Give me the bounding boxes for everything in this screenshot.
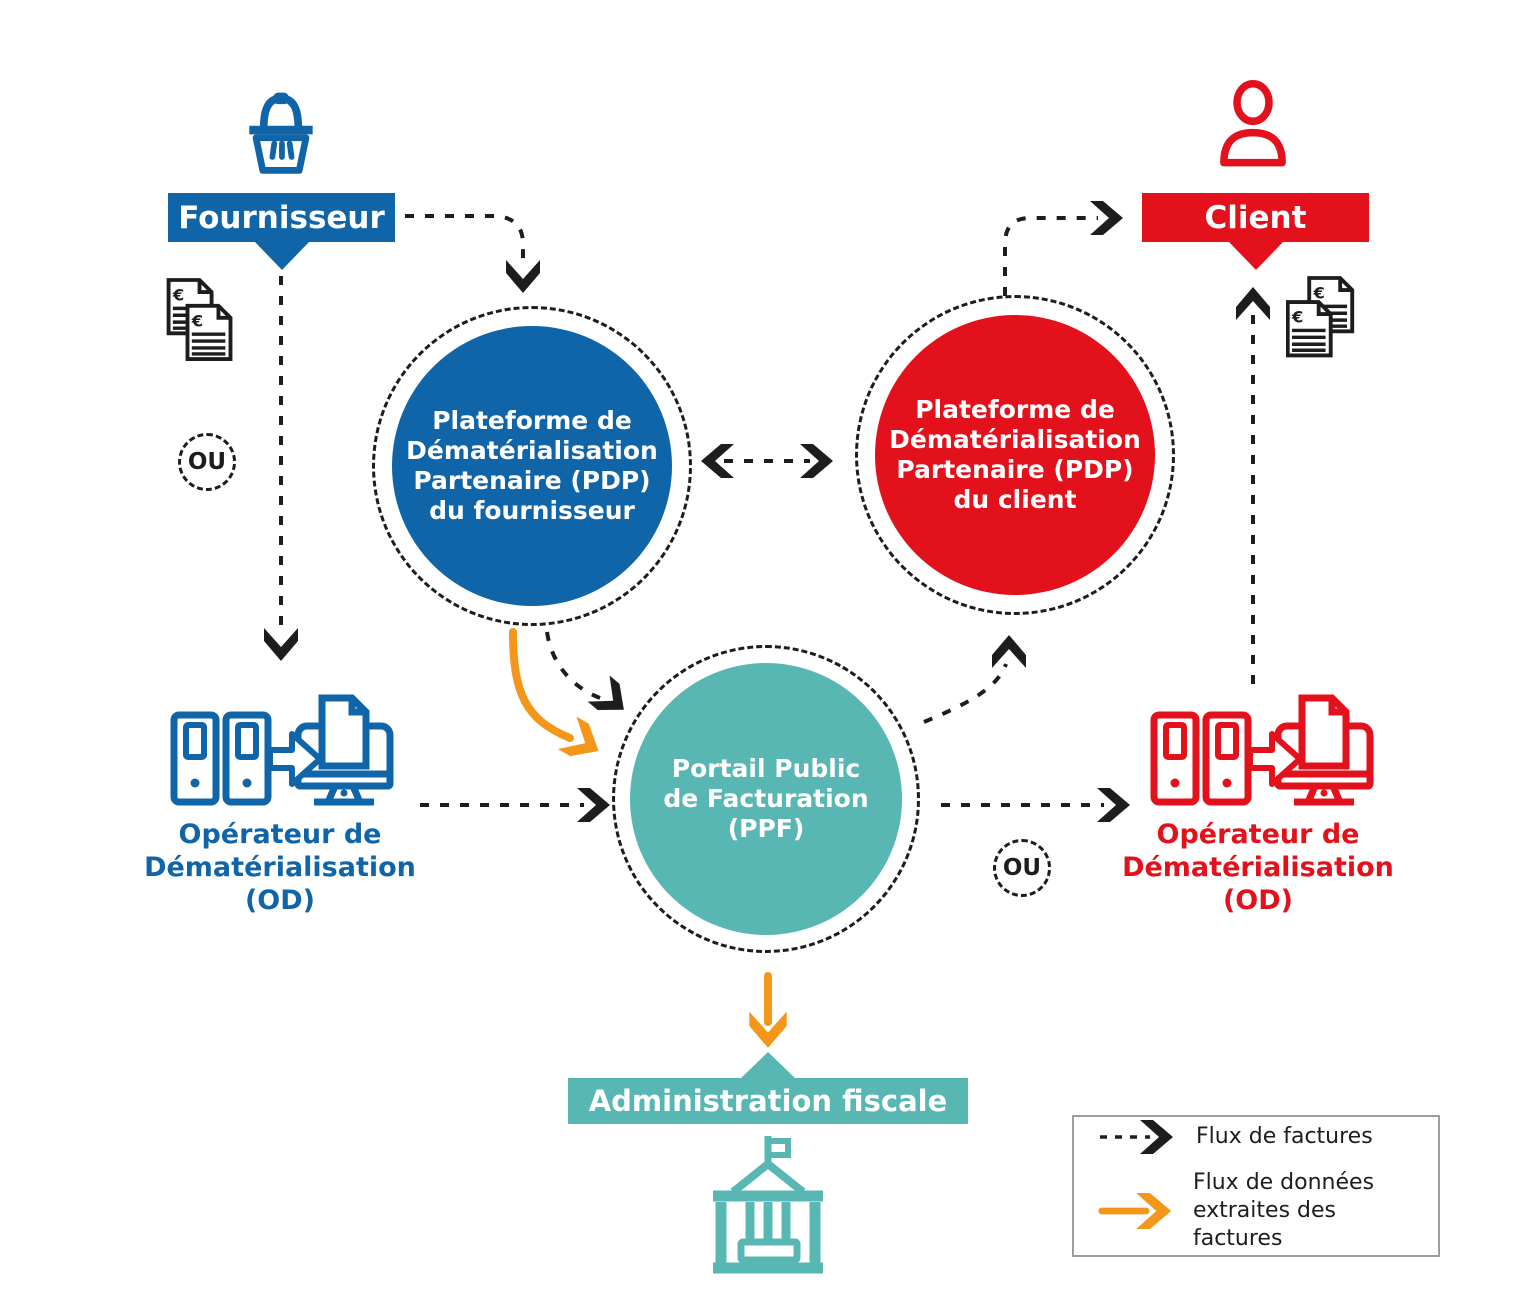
binders-to-computer-icon	[170, 694, 394, 806]
administration-banner: Administration fiscale	[568, 1052, 968, 1124]
ou-left-badge: OU	[178, 433, 236, 491]
arrow-fournisseur-to-pdp	[405, 214, 525, 266]
invoice-documents-icon: € €	[166, 278, 233, 362]
banner-tail	[1228, 242, 1283, 270]
pdp-client-line3: Partenaire (PDP)	[896, 455, 1134, 484]
legend-row-donnees: Flux de données extraites des factures	[1096, 1169, 1424, 1253]
government-building-icon	[713, 1136, 823, 1274]
pdp-client-disc: Plateforme de Dématérialisation Partenai…	[875, 315, 1155, 595]
svg-text:€: €	[1313, 284, 1325, 303]
ppf-disc: Portail Public de Facturation (PPF)	[630, 663, 902, 935]
binders-to-computer-icon	[1150, 694, 1374, 806]
fournisseur-label: Fournisseur	[178, 199, 385, 236]
dashed-arrow-icon	[1100, 1120, 1173, 1154]
svg-text:€: €	[191, 311, 203, 330]
arrow-pdp-client-to-client	[1003, 216, 1098, 296]
client-label: Client	[1204, 199, 1307, 236]
arrow-pdp-to-ppf	[545, 631, 601, 700]
pdp-client-line2: Dématérialisation	[889, 425, 1141, 454]
client-banner: Client	[1142, 193, 1369, 270]
orange-arrow-pdp-to-ppf	[509, 628, 574, 742]
pdp-fournisseur-line4: du fournisseur	[429, 496, 635, 525]
administration-label: Administration fiscale	[588, 1084, 948, 1118]
ou-left-label: OU	[187, 449, 227, 475]
svg-text:€: €	[172, 286, 184, 305]
od-fournisseur-line3: (OD)	[244, 885, 316, 916]
pdp-fournisseur-line2: Dématérialisation	[406, 436, 658, 465]
od-fournisseur-line2: Dématérialisation	[144, 852, 416, 883]
ppf-line1: Portail Public	[671, 754, 861, 783]
legend-box: Flux de factures Flux de données extrait…	[1072, 1115, 1440, 1257]
ppf-line2: de Facturation	[663, 784, 869, 813]
legend-donnees-label: Flux de données extraites des factures	[1193, 1169, 1424, 1253]
od-fournisseur-label: Opérateur de Dématérialisation (OD)	[125, 818, 435, 917]
od-client-label: Opérateur de Dématérialisation (OD)	[1103, 818, 1413, 917]
arrow-ppf-to-pdp-client	[923, 663, 1008, 724]
pdp-fournisseur-line3: Partenaire (PDP)	[413, 466, 651, 495]
node-pdp-client: Plateforme de Dématérialisation Partenai…	[855, 295, 1175, 615]
legend-donnees-line1: Flux de données	[1192, 1170, 1375, 1195]
fournisseur-banner: Fournisseur	[168, 193, 395, 270]
od-fournisseur-line1: Opérateur de	[178, 819, 382, 850]
od-client-line3: (OD)	[1222, 885, 1294, 916]
orange-arrow-icon	[1098, 1193, 1172, 1229]
od-client-line2: Dématérialisation	[1122, 852, 1394, 883]
invoice-documents-icon: € €	[1286, 276, 1355, 358]
pdp-fournisseur-disc: Plateforme de Dématérialisation Partenai…	[392, 326, 672, 606]
pdp-client-line4: du client	[953, 485, 1077, 514]
person-icon	[1220, 79, 1286, 167]
pdp-fournisseur-text: Plateforme de Dématérialisation Partenai…	[406, 406, 658, 526]
ou-right-badge: OU	[993, 839, 1051, 897]
node-pdp-fournisseur: Plateforme de Dématérialisation Partenai…	[372, 306, 692, 626]
pdp-client-line1: Plateforme de	[915, 395, 1115, 424]
node-ppf: Portail Public de Facturation (PPF)	[612, 645, 920, 953]
legend-factures-label: Flux de factures	[1196, 1124, 1373, 1149]
ppf-text: Portail Public de Facturation (PPF)	[663, 754, 868, 844]
ppf-line3: (PPF)	[727, 814, 805, 843]
od-client-line1: Opérateur de	[1156, 819, 1360, 850]
pdp-fournisseur-line1: Plateforme de	[432, 406, 632, 435]
legend-row-factures: Flux de factures	[1096, 1119, 1424, 1155]
legend-donnees-line2: extraites des factures	[1192, 1198, 1336, 1251]
pdp-client-text: Plateforme de Dématérialisation Partenai…	[889, 395, 1141, 515]
banner-tail	[254, 242, 309, 270]
shopping-basket-icon	[249, 92, 313, 174]
banner-tail	[741, 1052, 795, 1078]
ou-right-label: OU	[1002, 855, 1042, 881]
svg-text:€: €	[1291, 308, 1303, 327]
